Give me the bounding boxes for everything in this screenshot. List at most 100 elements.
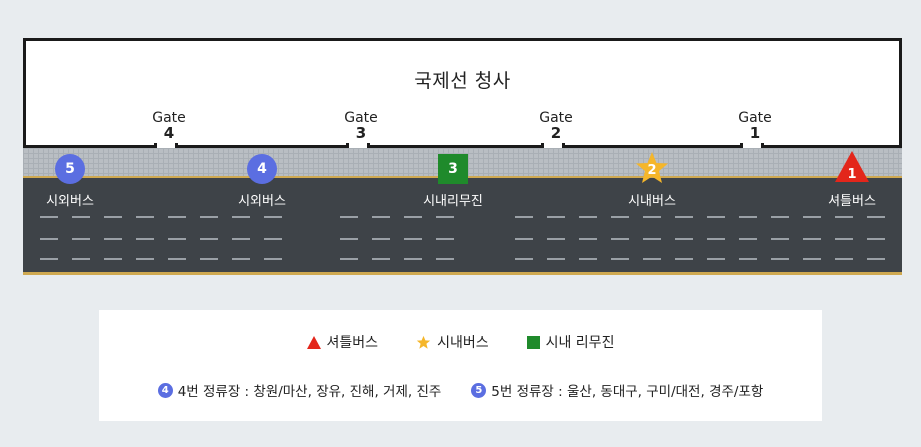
lane-dash [835,216,853,218]
lane-dash [404,258,422,260]
lane-dash [739,258,757,260]
lane-dash [515,238,533,240]
lane-dash [547,216,565,218]
gate-3-label: Gate 3 [331,111,391,141]
stop-5-badge: 5 [471,382,487,398]
gate-3-text: Gate [344,110,378,126]
stop-4-marker: 4 [247,154,277,184]
legend-shuttle: 셔틀버스 [306,332,379,352]
stop-2-label: 시내버스 [628,194,676,209]
lane-dash [372,238,390,240]
lane-dash [72,258,90,260]
lane-dash [835,238,853,240]
lane-dash [579,216,597,218]
lane-dash [867,216,885,218]
lane-dash [232,258,250,260]
lane-dash [264,238,282,240]
stop-4-number: 4 [257,161,267,177]
stop-1-number: 1 [847,167,856,182]
lane-dash [803,258,821,260]
lane-dash [340,258,358,260]
stop-1-label: 셔틀버스 [828,194,876,209]
triangle-icon [306,335,321,349]
gate-1-number: 1 [749,124,761,142]
lane-dash [803,238,821,240]
lane-dash [372,258,390,260]
lane-dash [707,216,725,218]
lane-dash [739,216,757,218]
lane-dash [340,238,358,240]
lane-dash [675,238,693,240]
lane-dash [136,216,154,218]
lane-dash [136,238,154,240]
square-icon [526,335,540,349]
lane-dash [579,238,597,240]
stop-5-label: 시외버스 [46,194,94,209]
lane-dash [168,238,186,240]
stop-4-badge: 4 [157,382,173,398]
lane-dash [104,258,122,260]
gate-3-number: 3 [355,124,367,142]
lane-dash [404,238,422,240]
legend-limousine: 시내 리무진 [526,332,614,352]
terminal-wall [23,145,902,148]
lane-dash [372,216,390,218]
gate-4-text: Gate [152,110,186,126]
lane-dash [200,238,218,240]
lane-dash [232,238,250,240]
lane-dash [771,238,789,240]
lane-dash [264,258,282,260]
lane-dash [515,258,533,260]
stop-4-destinations: 4번 정류장 : 창원/마산, 장유, 진해, 거제, 진주 [177,384,442,400]
lane-dash [643,238,661,240]
lane-dash [643,258,661,260]
stop-3-marker: 3 [438,154,468,184]
gate-2-label: Gate 2 [526,111,586,141]
lane-dash [168,258,186,260]
stop-2-star-icon: 2 [636,152,668,183]
stop-2-number: 2 [647,163,656,178]
lane-dash [72,238,90,240]
stop-3-number: 3 [448,161,458,177]
stop-3-label: 시내리무진 [423,194,483,209]
stop-5-info: 5 5번 정류장 : 울산, 동대구, 구미/대전, 경주/포항 [471,380,763,400]
lane-dash [40,238,58,240]
gate-4-number: 4 [163,124,175,142]
stop-4-label: 시외버스 [238,194,286,209]
legend-city-bus: 시내버스 [416,332,489,352]
legend-symbols: 셔틀버스 시내버스 시내 리무진 [99,332,822,352]
lane-dash [515,216,533,218]
lane-dash [643,216,661,218]
stop-5-number: 5 [65,161,75,177]
gate-1-label: Gate 1 [725,111,785,141]
gate-3-opening [346,143,370,150]
stop-5-marker: 5 [55,154,85,184]
lane-dash [40,216,58,218]
lane-dash [867,258,885,260]
lane-dash [200,258,218,260]
star-icon [416,335,431,349]
lane-dash [104,216,122,218]
lane-dash [72,216,90,218]
lane-dash [675,216,693,218]
terminal-building: 국제선 청사 Gate 4 Gate 3 Gate 2 Gate 1 [23,38,902,148]
lane-dash [168,216,186,218]
lane-dash [40,258,58,260]
lane-dash [547,258,565,260]
lane-dash [867,238,885,240]
lane-dash [835,258,853,260]
legend-city-bus-label: 시내버스 [437,335,489,351]
legend-shuttle-label: 셔틀버스 [326,335,379,351]
lane-dash [436,258,454,260]
lane-dash [200,216,218,218]
lane-dash [264,216,282,218]
stop-1-triangle-icon: 1 [835,151,869,182]
lane-dash [611,238,629,240]
gate-4-label: Gate 4 [139,111,199,141]
lane-dash [232,216,250,218]
stop-4-info: 4 4번 정류장 : 창원/마산, 장유, 진해, 거제, 진주 [157,380,442,400]
lane-dash [803,216,821,218]
lane-dash [707,258,725,260]
lane-dash [611,216,629,218]
legend-panel: 셔틀버스 시내버스 시내 리무진 4 4번 정류장 : 창원/마산, 장유, 진… [99,310,822,421]
